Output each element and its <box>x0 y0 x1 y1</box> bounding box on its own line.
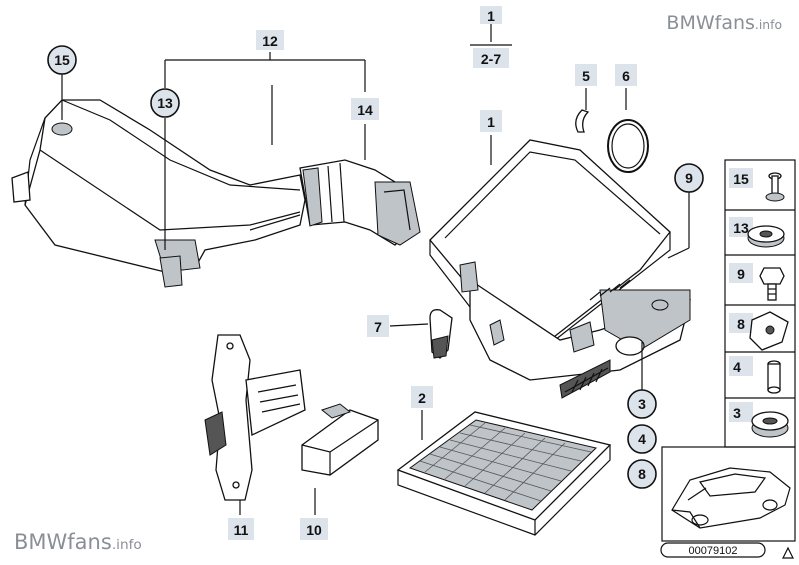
callouts: 15 12 13 14 1 2-7 5 6 1 9 7 2 <box>47 6 704 540</box>
callout-11: 11 <box>234 522 249 538</box>
callout-5: 5 <box>582 68 590 84</box>
warning-triangle-icon <box>782 546 794 559</box>
clamp-part <box>575 109 590 133</box>
bracket-part <box>204 334 306 501</box>
callout-15: 15 <box>54 52 70 68</box>
side-panel: 15 13 9 8 4 3 <box>724 159 796 448</box>
callout-9: 9 <box>685 170 693 186</box>
callout-1: 1 <box>487 114 495 130</box>
rubber-mount-icon <box>751 411 789 438</box>
grommet-icon <box>747 225 785 248</box>
clip-part <box>429 309 453 359</box>
side-label-8: 8 <box>737 316 745 332</box>
connecting-hose <box>299 159 421 246</box>
watermark-bottom: BMWfans.info <box>14 530 142 554</box>
part-number: 00079102 <box>689 545 738 557</box>
side-label-9: 9 <box>737 266 745 282</box>
callout-8: 8 <box>638 466 646 482</box>
callout-14: 14 <box>357 102 373 118</box>
side-label-15: 15 <box>733 171 749 187</box>
screw-icon <box>759 267 785 301</box>
sleeve-icon <box>767 360 781 394</box>
cover-part <box>301 403 379 476</box>
side-label-3: 3 <box>733 405 741 421</box>
callout-13: 13 <box>157 95 173 111</box>
callout-2-7: 2-7 <box>481 51 501 67</box>
callout-10: 10 <box>306 522 322 538</box>
callout-4: 4 <box>638 431 646 447</box>
car-thumbnail <box>661 446 796 542</box>
bolt-icon <box>765 172 785 202</box>
watermark-top: BMWfans.info <box>666 12 782 34</box>
callout-1-group: 1 <box>487 8 495 24</box>
callout-7: 7 <box>374 319 382 335</box>
side-label-13: 13 <box>733 220 749 236</box>
callout-12: 12 <box>262 33 278 49</box>
side-label-4: 4 <box>733 359 741 375</box>
callout-6: 6 <box>622 68 630 84</box>
callout-3: 3 <box>638 396 646 412</box>
leader-lines <box>61 24 690 515</box>
air-filter-element <box>396 411 612 536</box>
intake-duct <box>11 99 306 288</box>
seal-ring <box>607 119 649 173</box>
air-filter-housing <box>429 139 691 399</box>
callout-2: 2 <box>418 390 426 406</box>
clip-nut-icon <box>749 311 789 351</box>
